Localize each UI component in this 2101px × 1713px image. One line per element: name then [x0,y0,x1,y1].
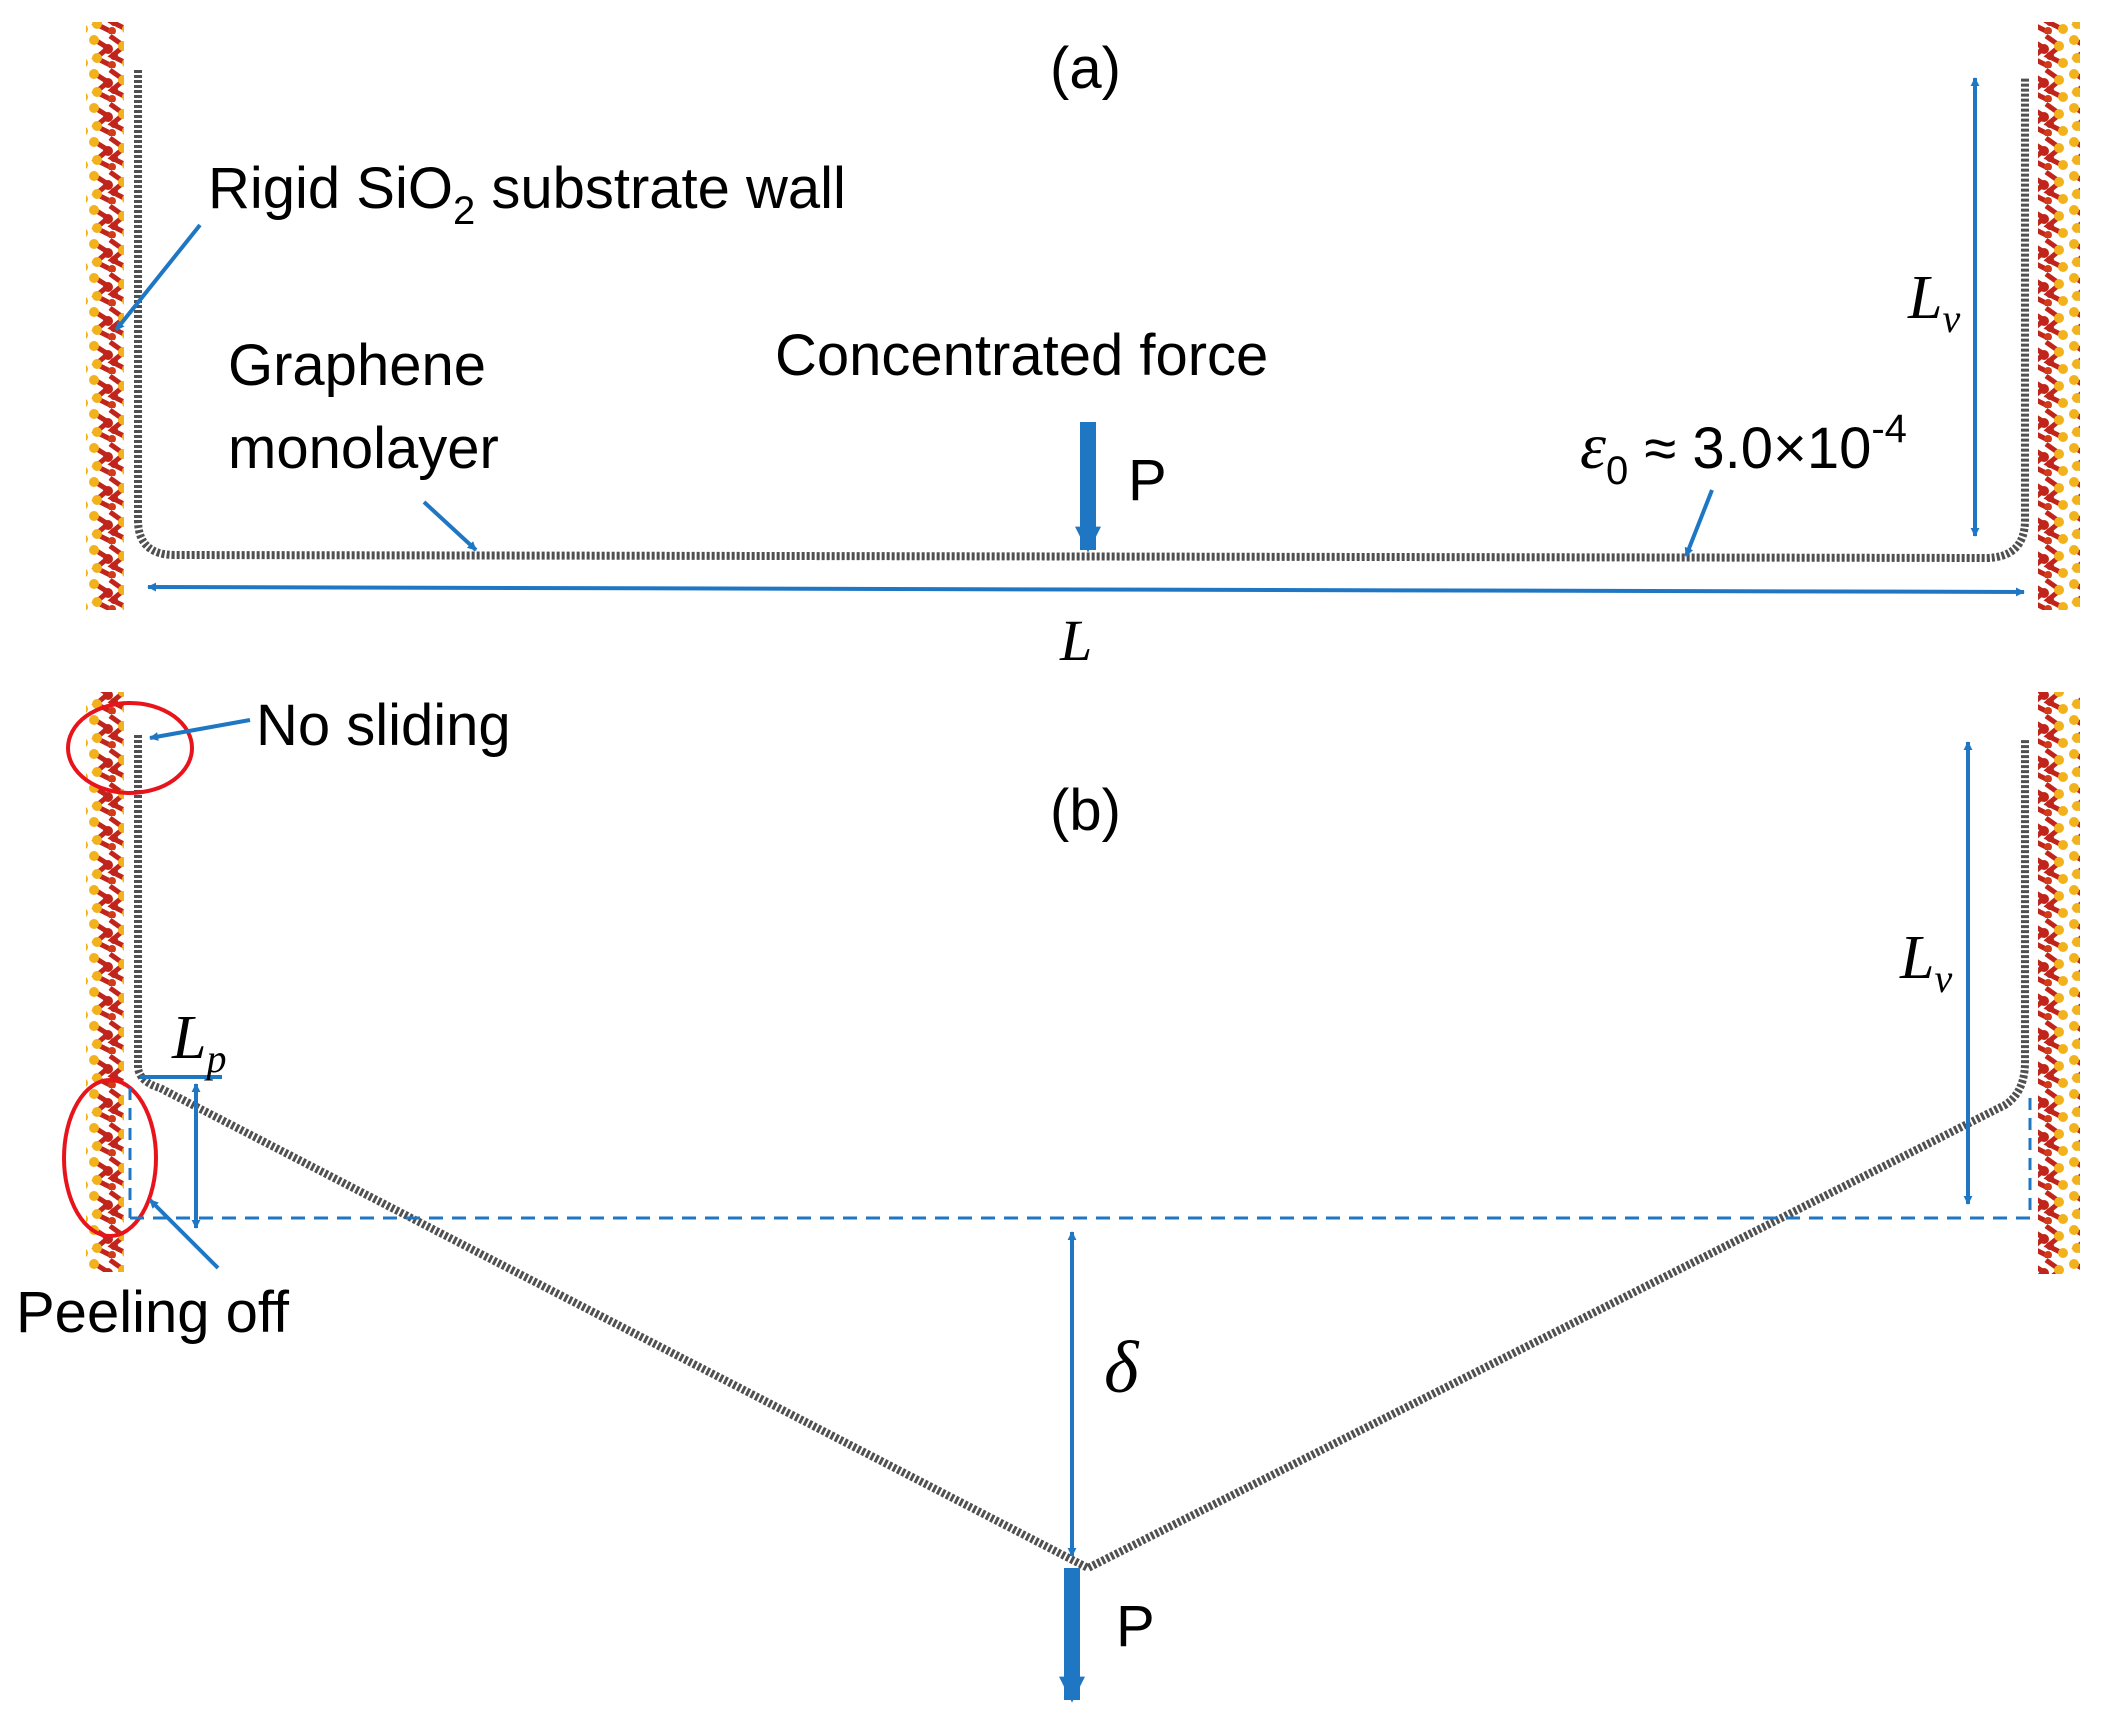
graphene-label-pointer [422,500,478,552]
load-label-a: P [1128,448,1167,513]
panel-a: (a) Rigid SiO2 substrate wall Graphene m… [86,22,2080,673]
lp-label: Lp [171,1004,226,1081]
right-substrate-wall-a [2038,22,2080,610]
left-substrate-wall-b [86,692,124,1272]
wall-label: Rigid SiO2 substrate wall [208,156,846,233]
no-sliding-circle [66,701,194,795]
panel-b-tag: (b) [1050,778,1121,843]
lv-label-b: Lv [1899,924,1952,1001]
wall-label-pointer [114,223,202,332]
graphene-label-line1: Graphene [228,333,486,398]
no-sliding-pointer [149,718,251,741]
right-substrate-wall-b [2038,692,2080,1274]
no-sliding-label: No sliding [256,693,511,758]
panel-b: (b) No sliding Peeling off Lp Lv δ P [16,692,2080,1703]
length-dimension [147,582,2025,597]
graphene-label-line2: monolayer [228,416,499,481]
length-label: L [1059,608,1092,673]
panel-a-tag: (a) [1050,36,1121,101]
lv-label-a: Lv [1907,264,1960,341]
left-substrate-wall-a [86,22,124,610]
strain-label-pointer [1684,489,1714,557]
graphene-sheet-b [134,735,2029,1573]
strain-label: ε0 ≈ 3.0×10-4 [1580,407,1907,493]
peeling-pointer [148,1198,220,1270]
load-label-b: P [1116,1594,1155,1659]
graphene-sheet-a [134,70,2029,563]
peeling-label: Peeling off [16,1280,290,1345]
force-label: Concentrated force [775,323,1268,388]
delta-label: δ [1104,1327,1140,1409]
peeling-circle [62,1078,158,1238]
